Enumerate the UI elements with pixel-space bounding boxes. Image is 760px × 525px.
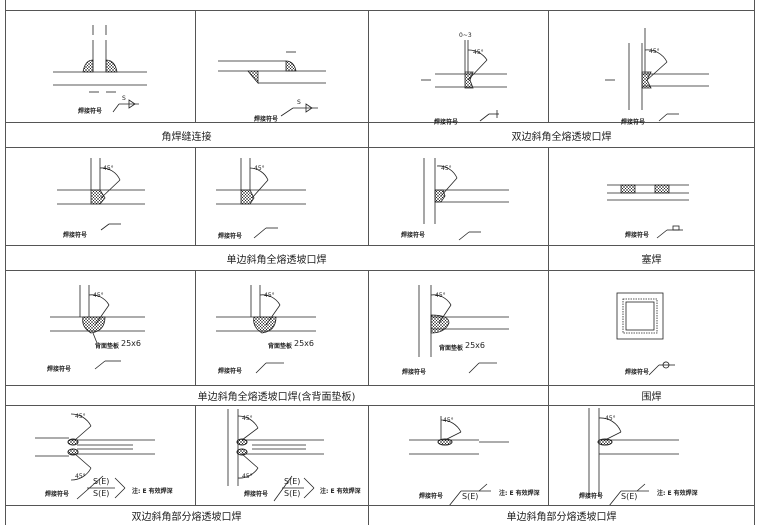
- detail-single-bevel-full-c: 45° 焊接符号: [369, 148, 548, 245]
- col-line: [195, 405, 196, 505]
- svg-text:45°: 45°: [93, 292, 104, 299]
- svg-text:45°: 45°: [254, 165, 265, 172]
- row-line: [5, 122, 755, 123]
- weld-symbol-label: 焊接符号: [625, 369, 650, 376]
- effective-depth-note: 注: E 有效焊深: [657, 490, 698, 497]
- border-left: [5, 0, 6, 525]
- se-label-bottom: S(E): [284, 489, 301, 498]
- svg-text:45°: 45°: [605, 415, 616, 422]
- detail-double-bevel-partial-b: 45° 45° S(E) S(E) 焊接符号 注: E 有效焊深: [196, 406, 368, 505]
- row-line: [5, 405, 755, 406]
- backing-plate-label: 背面垫板: [268, 343, 293, 350]
- detail-plug-weld: 焊接符号: [549, 148, 754, 245]
- weld-symbol-label: 焊接符号: [434, 119, 459, 126]
- svg-text:45°: 45°: [441, 165, 452, 172]
- backing-size: 25x6: [121, 339, 142, 348]
- svg-text:S: S: [297, 99, 301, 106]
- detail-fillet-lap: S 焊接符号: [196, 10, 368, 123]
- col-line: [548, 10, 549, 122]
- weld-symbol-label: 焊接符号: [63, 232, 88, 239]
- detail-all-around: 焊接符号: [549, 271, 754, 385]
- col-line: [368, 10, 369, 147]
- col-line: [368, 405, 369, 525]
- row-line: [5, 147, 755, 148]
- col-line: [548, 270, 549, 405]
- weld-symbol-label: 焊接符号: [45, 491, 70, 498]
- caption-single-bevel-backing: 单边斜角全熔透坡口焊(含背面垫板): [197, 392, 356, 403]
- caption-single-bevel-full: 单边斜角全熔透坡口焊: [226, 254, 327, 266]
- svg-text:45°: 45°: [443, 417, 454, 424]
- weld-symbol-label: 焊接符号: [254, 116, 279, 123]
- backing-plate-label: 背面垫板: [95, 343, 120, 350]
- caption-all-around: 围焊: [641, 392, 662, 403]
- weld-symbol-label: 焊接符号: [402, 369, 427, 376]
- detail-backing-b: 45° 背面垫板 25x6 焊接符号: [196, 271, 368, 385]
- svg-text:45°: 45°: [649, 48, 660, 55]
- detail-single-bevel-full-b: 45° 焊接符号: [196, 148, 368, 245]
- weld-symbol-label: 焊接符号: [579, 493, 604, 500]
- weld-symbol-label: 焊接符号: [625, 232, 650, 239]
- svg-text:45°: 45°: [264, 292, 275, 299]
- col-line: [368, 147, 369, 245]
- weld-symbol-label: 焊接符号: [419, 493, 444, 500]
- caption-double-bevel-partial: 双边斜角部分熔透坡口焊: [131, 512, 242, 523]
- effective-depth-note: 注: E 有效焊深: [132, 488, 173, 495]
- weld-symbol-label: 焊接符号: [621, 119, 646, 126]
- row-line: [5, 270, 755, 271]
- caption-fillet: 角焊缝连接: [161, 131, 212, 143]
- border-top: [5, 10, 755, 11]
- weld-symbol-label: 焊接符号: [401, 232, 426, 239]
- col-line: [195, 270, 196, 385]
- se-label-top: S(E): [284, 477, 301, 486]
- detail-double-bevel-full-a: 45° 0~3 焊接符号: [369, 10, 548, 126]
- border-right: [754, 0, 755, 525]
- se-label-bottom: S(E): [93, 489, 110, 498]
- se-label: S(E): [462, 492, 479, 501]
- col-line: [195, 147, 196, 245]
- se-label-top: S(E): [93, 477, 110, 486]
- caption-plug: 塞焊: [641, 254, 662, 266]
- svg-text:45°: 45°: [435, 292, 446, 299]
- detail-single-bevel-partial-b: 45° S(E) 焊接符号 注: E 有效焊深: [549, 406, 754, 505]
- backing-size: 25x6: [294, 339, 315, 348]
- col-line: [548, 147, 549, 270]
- weld-symbol-label: 焊接符号: [218, 233, 243, 240]
- detail-fillet-tee: S 焊接符号: [5, 10, 195, 122]
- detail-single-bevel-full-a: 45° 焊接符号: [5, 148, 195, 245]
- backing-size: 25x6: [465, 341, 486, 350]
- svg-text:0~3: 0~3: [459, 32, 472, 39]
- weld-symbol-label: 焊接符号: [47, 366, 72, 373]
- backing-plate-label: 背面垫板: [439, 345, 464, 352]
- svg-text:45°: 45°: [75, 473, 86, 480]
- svg-text:45°: 45°: [75, 413, 86, 420]
- row-line: [5, 245, 755, 246]
- weld-symbol-label: 焊接符号: [244, 491, 269, 498]
- caption-single-bevel-partial: 单边斜角部分熔透坡口焊: [506, 512, 617, 523]
- row-line: [5, 505, 755, 506]
- svg-text:45°: 45°: [473, 49, 484, 56]
- detail-backing-c: 45° 背面垫板 25x6 焊接符号: [369, 271, 548, 385]
- caption-double-bevel-full: 双边斜角全熔透坡口焊: [511, 131, 612, 143]
- detail-double-bevel-partial-a: 45° 45° S(E) S(E) 焊接符号 注: E 有效焊深: [5, 406, 195, 505]
- weld-symbol-label: 焊接符号: [218, 368, 243, 375]
- effective-depth-note: 注: E 有效焊深: [499, 490, 540, 497]
- col-line: [368, 270, 369, 385]
- detail-double-bevel-full-b: 45° 焊接符号: [549, 10, 754, 126]
- weld-symbol-label: 焊接符号: [78, 108, 103, 115]
- effective-depth-note: 注: E 有效焊深: [320, 488, 361, 495]
- detail-backing-a: 45° 背面垫板 25x6 焊接符号: [5, 271, 195, 385]
- svg-text:45°: 45°: [242, 473, 253, 480]
- detail-single-bevel-partial-a: 45° S(E) 焊接符号 注: E 有效焊深: [369, 406, 548, 505]
- svg-text:45°: 45°: [103, 165, 114, 172]
- svg-text:45°: 45°: [242, 415, 253, 422]
- svg-text:S: S: [122, 95, 126, 102]
- se-label: S(E): [621, 492, 638, 501]
- row-line: [5, 385, 755, 386]
- col-line: [548, 405, 549, 505]
- col-line: [195, 10, 196, 122]
